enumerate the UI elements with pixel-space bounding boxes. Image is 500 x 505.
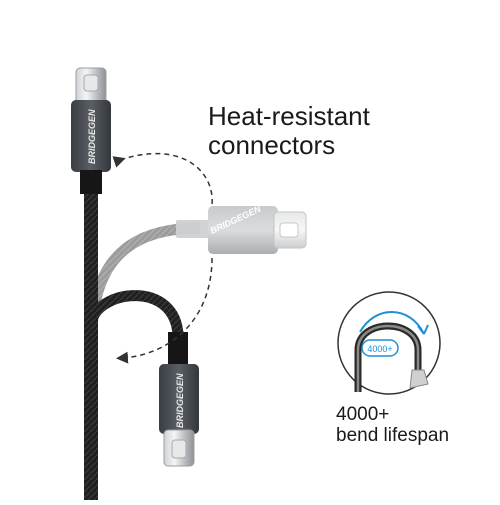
bottom-connector: BRIDGEGEN	[159, 332, 199, 467]
top-connector: BRIDGEGEN	[71, 67, 111, 194]
cable-bent	[86, 290, 184, 336]
bend-caption-line2: bend lifespan	[336, 425, 450, 447]
bend-lifespan-caption: 4000+ bend lifespan	[336, 404, 449, 447]
bend-badge-label: 4000+	[367, 344, 392, 354]
top-connector-brand: BRIDGEGEN	[87, 109, 97, 164]
bend-lifespan-badge: 4000+	[337, 291, 441, 395]
bend-caption-line1: 4000+	[336, 404, 390, 425]
bottom-connector-brand: BRIDGEGEN	[175, 373, 185, 428]
middle-connector: BRIDGEGEN	[176, 204, 307, 254]
heat-caption-line1: Heat-resistant	[208, 101, 370, 131]
cable-main	[84, 190, 98, 500]
bend-arc-upper-arrow	[112, 152, 213, 206]
heat-caption-line2: connectors	[208, 130, 336, 161]
bend-arc-lower-arrow	[116, 257, 213, 364]
cable-ghost	[86, 222, 201, 331]
heat-resistant-caption: Heat-resistant connectors	[208, 101, 370, 161]
